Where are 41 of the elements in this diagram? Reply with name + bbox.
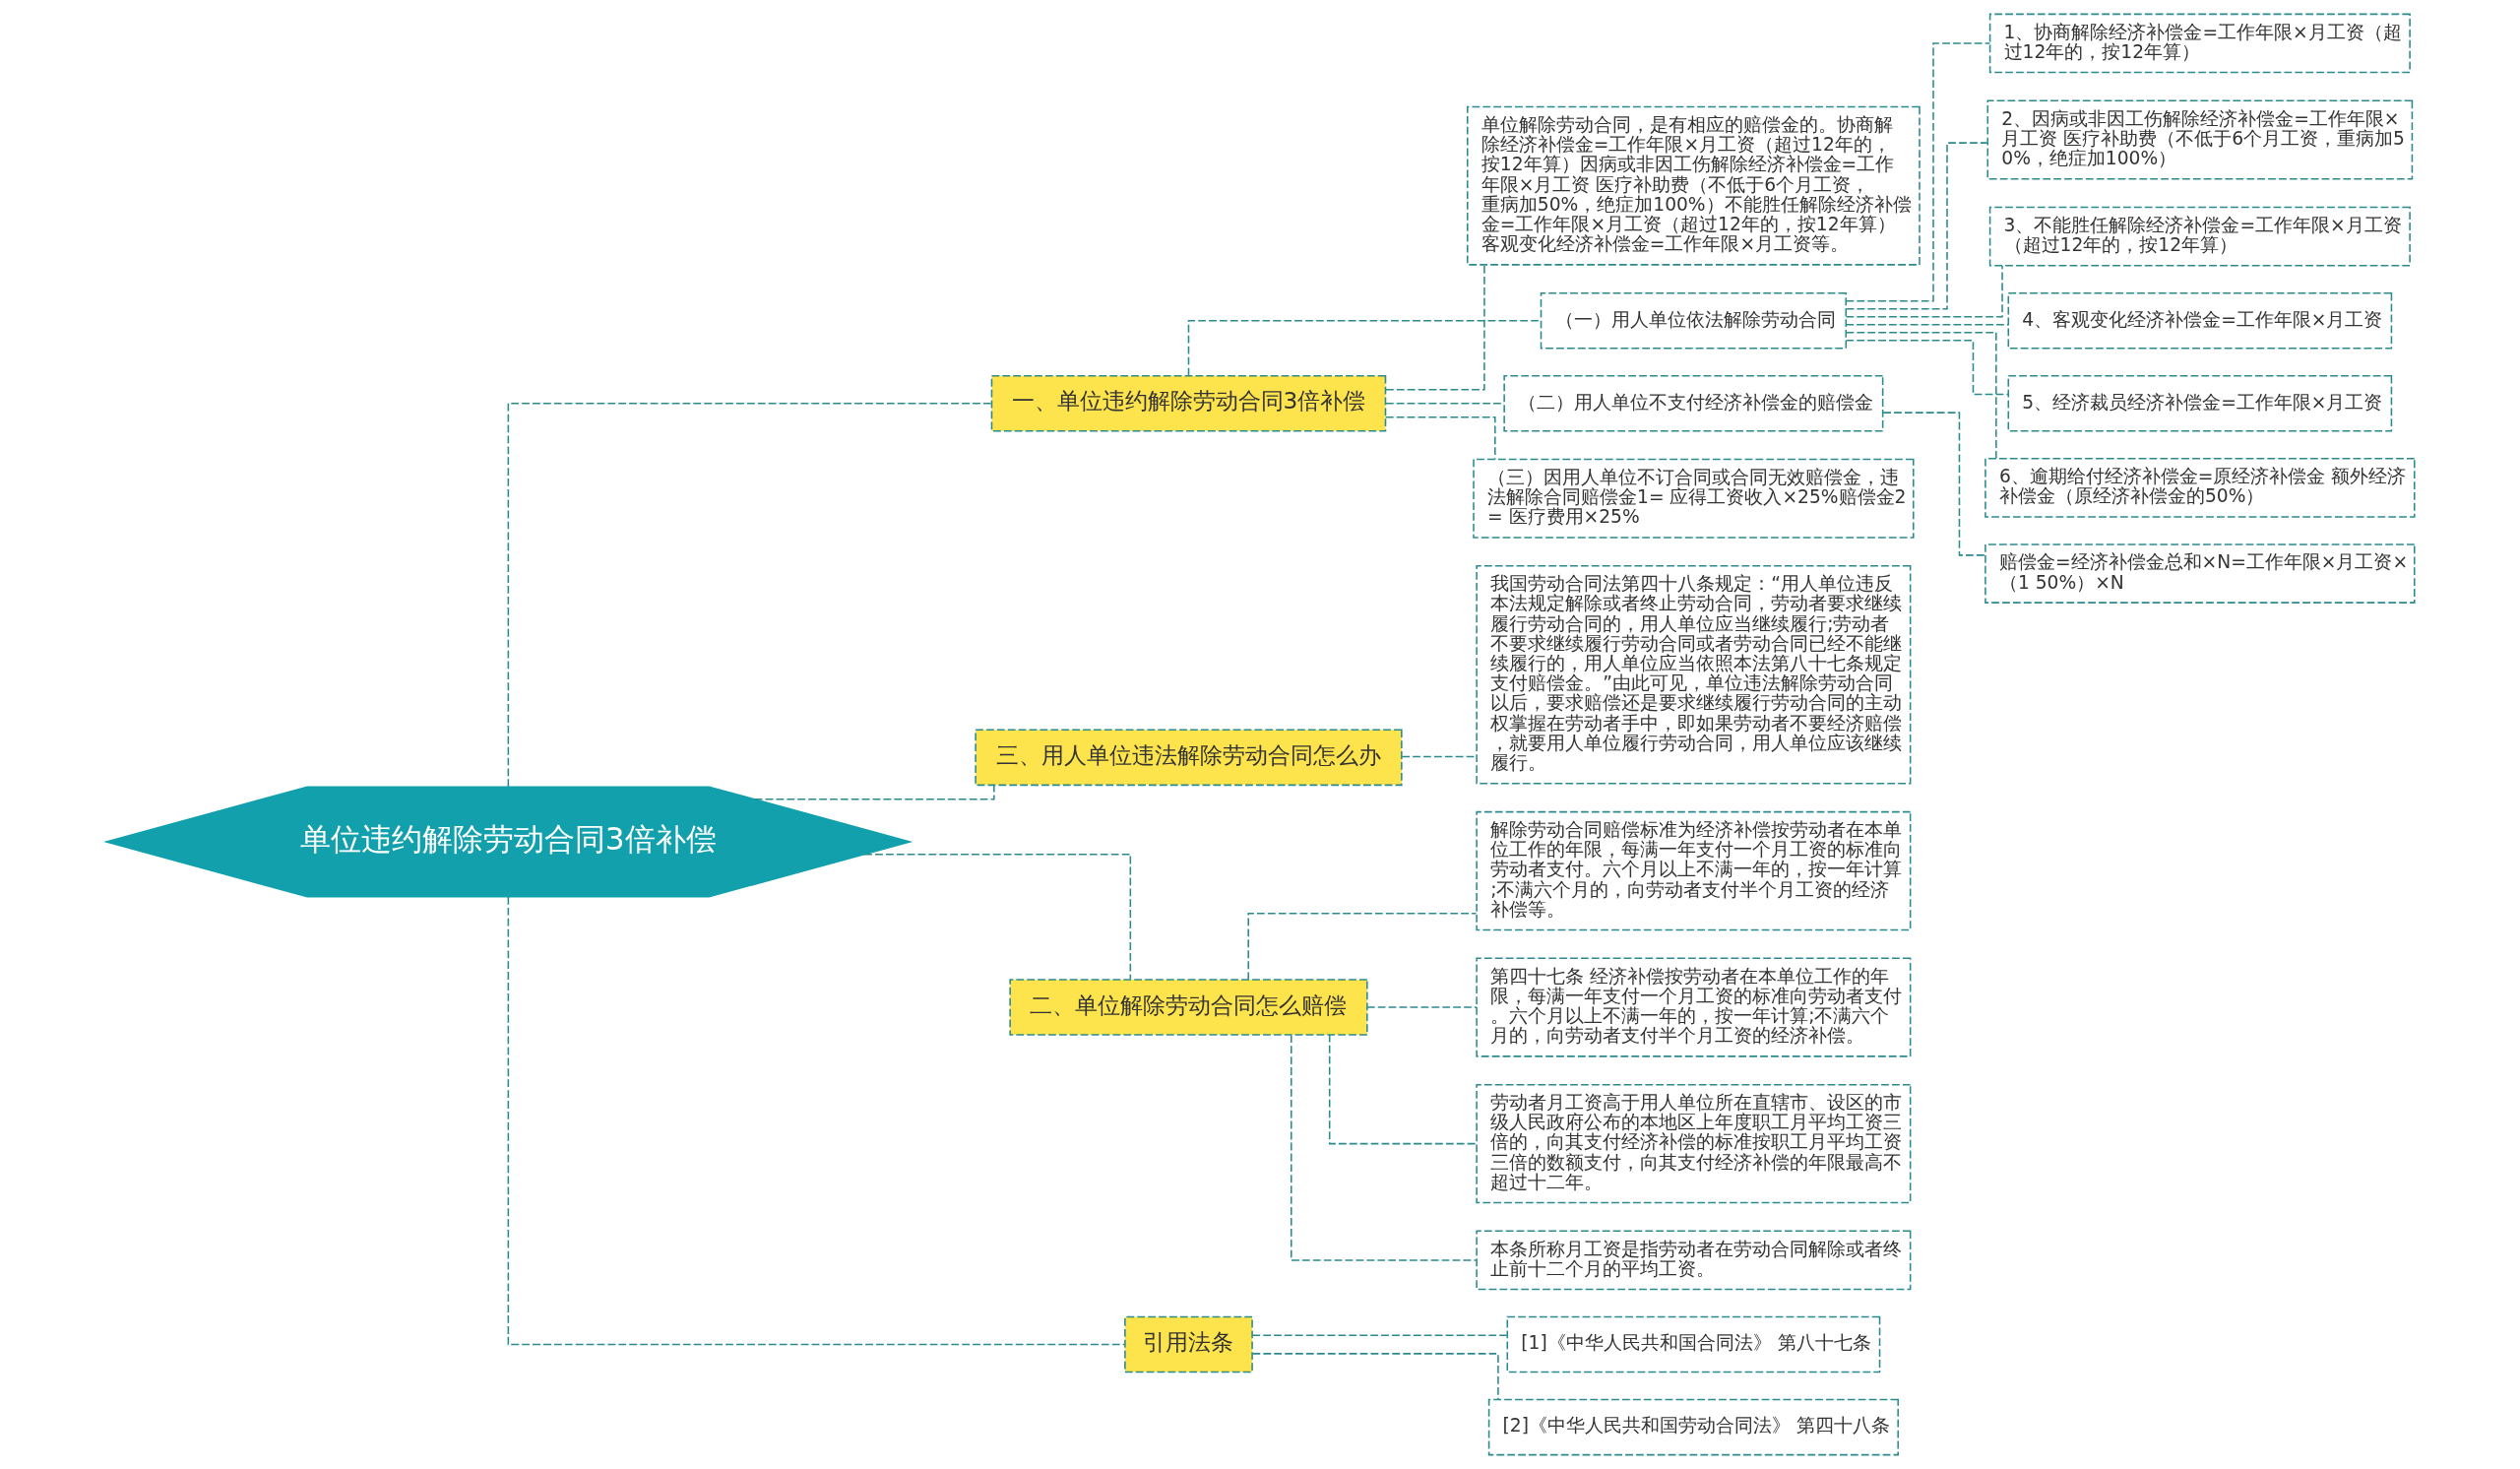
node-box: 2、因病或非因工伤解除经济补偿金=工作年限×月工资 医疗补助费（不低于6个月工资，重病加50%，绝症加100%） bbox=[1986, 99, 2413, 180]
connector bbox=[1845, 142, 1987, 310]
connector bbox=[1246, 912, 1477, 981]
node-box: 第四十七条 经济补偿按劳动者在本单位工作的年限，每满一年支付一个月工资的标准向劳动者支付。六个月以上不满一年的，按一年计算;不满六个月的，向劳动者支付半个月工资的经济补偿。 bbox=[1475, 957, 1911, 1057]
node-box: 单位解除劳动合同，是有相应的赔偿金的。协商解除经济补偿金=工作年限×月工资（超过12年的，按12年算）因病或非因工伤解除经济补偿金=工作年限×月工资 医疗补助费（不低于6个月工资，重病加50%，绝症加100%）不能胜任解除经济补偿金=工作年限×月工资（超过12年的，按12年算）客观变化经济补偿金=工作年限×月工资等。 bbox=[1466, 105, 1921, 266]
node-box: 三、用人单位违法解除劳动合同怎么办 bbox=[974, 729, 1403, 787]
node-box: 引用法条 bbox=[1123, 1315, 1253, 1373]
node-box: （三）因用人单位不订合同或合同无效赔偿金，违法解除合同赔偿金1= 应得工资收入×25%赔偿金2= 医疗费用×25% bbox=[1472, 458, 1915, 539]
connector bbox=[1251, 1334, 1508, 1336]
connector bbox=[1845, 339, 2009, 396]
connector bbox=[1365, 1006, 1478, 1008]
node-box: （一）用人单位依法解除劳动合同 bbox=[1540, 291, 1847, 350]
connector bbox=[1384, 416, 1496, 461]
node-box: 4、客观变化经济补偿金=工作年限×月工资 bbox=[2007, 291, 2392, 350]
connector bbox=[1187, 319, 1542, 377]
connector bbox=[753, 784, 995, 800]
connector bbox=[507, 403, 992, 788]
connector bbox=[1845, 42, 1990, 302]
node-box: 1、协商解除经济补偿金=工作年限×月工资（超过12年的，按12年算） bbox=[1988, 13, 2411, 74]
node-box: 6、逾期给付经济补偿金=原经济补偿金 额外经济补偿金（原经济补偿金的50%） bbox=[1984, 458, 2416, 518]
node-box: 5、经济裁员经济补偿金=工作年限×月工资 bbox=[2007, 374, 2392, 432]
node-box: 赔偿金=经济补偿金总和×N=工作年限×月工资×（1 50%）×N bbox=[1984, 543, 2416, 604]
node-box: 二、单位解除劳动合同怎么赔偿 bbox=[1008, 979, 1368, 1036]
node-box: 解除劳动合同赔偿标准为经济补偿按劳动者在本单位工作的年限，每满一年支付一个月工资的标准向劳动者支付。六个月以上不满一年的，按一年计算;不满六个月的，向劳动者支付半个月工资的经济补偿等。 bbox=[1475, 810, 1911, 931]
connector bbox=[1845, 323, 2009, 326]
connector bbox=[1845, 331, 1997, 460]
node-box: [1]《中华人民共和国合同法》 第八十七条 bbox=[1506, 1315, 1880, 1373]
connector bbox=[862, 853, 1131, 981]
node-box: [2]《中华人民共和国劳动合同法》 第四十八条 bbox=[1487, 1398, 1899, 1456]
connector bbox=[1328, 1034, 1478, 1145]
node-box: 一、单位违约解除劳动合同3倍补偿 bbox=[990, 374, 1386, 432]
connector bbox=[1384, 264, 1485, 391]
connector bbox=[1290, 1034, 1478, 1261]
node-box: 我国劳动合同法第四十八条规定：“用人单位违反本法规定解除或者终止劳动合同，劳动者要求继续履行劳动合同的，用人单位应当继续履行;劳动者不要求继续履行劳动合同或者劳动合同已经不能继续履行的，用人单位应当依照本法第八十七条规定支付赔偿金。”由此可见，单位违法解除劳动合同以后，要求赔偿还是要求继续履行劳动合同的主动权掌握在劳动者手中，即如果劳动者不要经济赔偿，就要用人单位履行劳动合同，用人单位应该继续履行。 bbox=[1475, 565, 1911, 785]
node-box: 3、不能胜任解除经济补偿金=工作年限×月工资（超过12年的，按12年算） bbox=[1988, 206, 2411, 267]
connector bbox=[507, 896, 1125, 1346]
connector bbox=[1251, 1353, 1499, 1401]
node-box: 本条所称月工资是指劳动者在劳动合同解除或者终止前十二个月的平均工资。 bbox=[1475, 1230, 1911, 1291]
connector bbox=[1845, 265, 2003, 318]
node-box: （二）用人单位不支付经济补偿金的赔偿金 bbox=[1502, 374, 1883, 432]
node-box: 劳动者月工资高于用人单位所在直辖市、设区的市级人民政府公布的本地区上年度职工月平均工资三倍的，向其支付经济补偿的标准按职工月平均工资三倍的数额支付，向其支付经济补偿的年限最高不超过十二年。 bbox=[1475, 1083, 1911, 1204]
